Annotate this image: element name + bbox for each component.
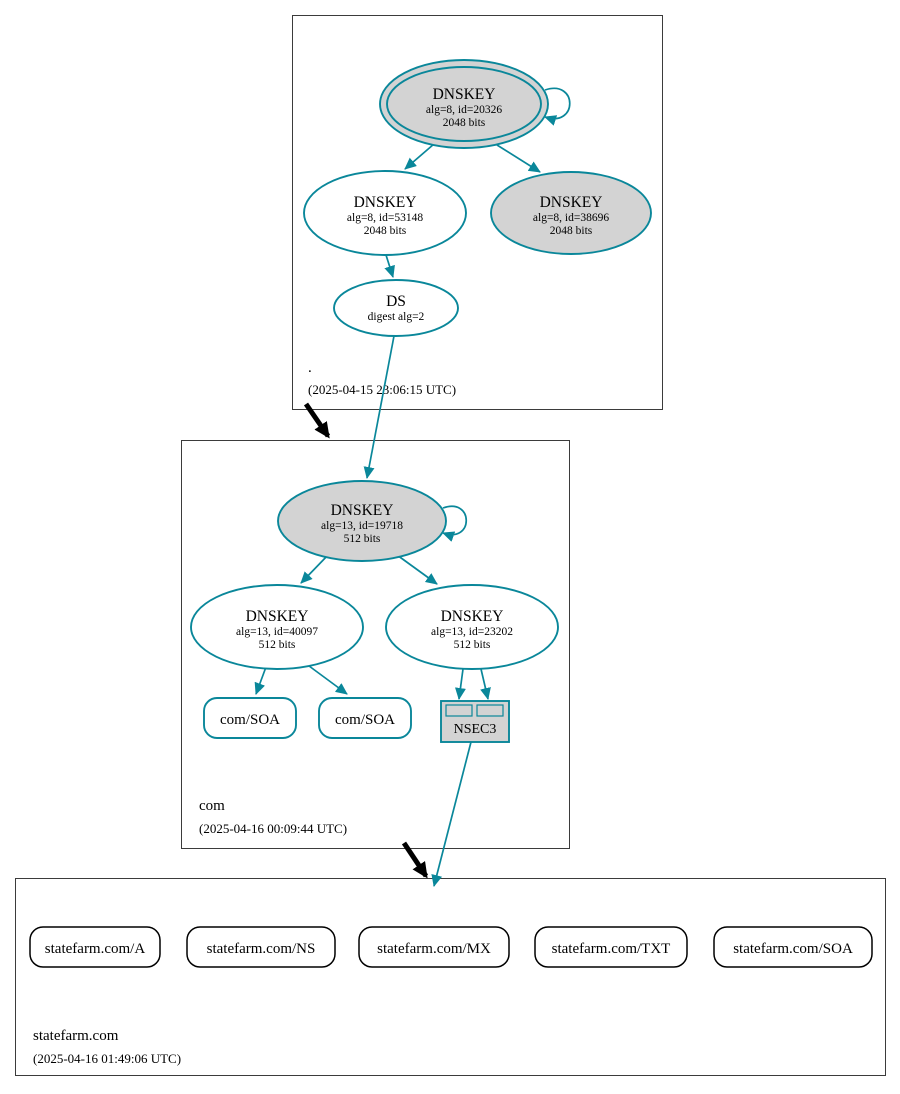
zone-box-com [181,440,570,849]
node-statefarm-mx[interactable]: statefarm.com/MX [358,926,510,968]
root-key-38696-detail: alg=8, id=38696 [533,212,609,224]
com-zsk-23202-ellipse[interactable] [385,584,559,670]
statefarm-txt-box[interactable] [534,926,688,968]
statefarm-a-label: statefarm.com/A [45,941,146,957]
root-zsk-title: DNSKEY [354,194,417,211]
node-root-ds[interactable]: DS digest alg=2 [333,279,459,337]
edge-zsk-23202-to-nsec3-right [480,668,491,700]
zone-name-statefarm: statefarm.com [33,1028,119,1044]
zone-timestamp-com: (2025-04-16 00:09:44 UTC) [199,821,347,836]
edge-com-ksk-selfloop [442,505,467,542]
root-ksk-detail: alg=8, id=20326 [426,104,502,116]
zone-timestamp-statefarm: (2025-04-16 01:49:06 UTC) [33,1051,181,1066]
edge-root-ksk-selfloop [544,87,571,126]
node-root-dnskey-20326[interactable]: DNSKEY alg=8, id=20326 2048 bits [379,59,549,149]
statefarm-mx-box[interactable] [358,926,510,968]
com-zsk-40097-title: DNSKEY [246,608,309,625]
com-soa-right-box[interactable] [318,697,412,739]
edge-nsec3-to-statefarm [431,741,472,887]
statefarm-txt-label: statefarm.com/TXT [552,941,671,957]
edge-delegation-root-to-com [303,402,331,439]
root-ksk-size: 2048 bits [443,117,486,129]
zone-name-com: com [199,798,225,814]
root-ksk-ellipse-inner [386,66,542,142]
edge-root-zsk-to-ds [384,254,395,278]
edge-root-ksk-to-zsk-53148 [404,143,435,170]
com-zsk-40097-ellipse[interactable] [190,584,364,670]
statefarm-ns-label: statefarm.com/NS [207,941,316,957]
edge-zsk-40097-to-soa-right [304,662,348,695]
root-key-38696-size: 2048 bits [550,225,593,237]
statefarm-mx-label: statefarm.com/MX [377,941,491,957]
root-zsk-size: 2048 bits [364,225,407,237]
node-com-soa-left[interactable]: com/SOA [203,697,297,739]
statefarm-soa-label: statefarm.com/SOA [733,941,853,957]
edge-com-ksk-to-zsk-23202 [396,554,438,585]
edge-root-ksk-to-key-38696 [496,144,541,173]
com-zsk-23202-title: DNSKEY [441,608,504,625]
edge-zsk-23202-to-nsec3-left [455,668,466,700]
nsec3-cell-right [476,704,504,717]
node-com-dnskey-40097[interactable]: DNSKEY alg=13, id=40097 512 bits [190,584,364,670]
com-ksk-detail: alg=13, id=19718 [321,520,403,532]
root-zsk-detail: alg=8, id=53148 [347,212,423,224]
node-com-dnskey-23202[interactable]: DNSKEY alg=13, id=23202 512 bits [385,584,559,670]
node-root-dnskey-53148[interactable]: DNSKEY alg=8, id=53148 2048 bits [303,170,467,256]
edge-com-ksk-to-zsk-40097 [300,553,330,584]
root-key-38696-ellipse[interactable] [490,171,652,255]
com-soa-left-label: com/SOA [220,712,280,728]
root-zsk-ellipse[interactable] [303,170,467,256]
com-soa-left-box[interactable] [203,697,297,739]
root-ds-detail: digest alg=2 [368,311,425,323]
com-ksk-ellipse[interactable] [277,480,447,562]
node-com-nsec3[interactable]: NSEC3 [440,700,510,743]
root-ds-ellipse[interactable] [333,279,459,337]
zone-box-root [292,15,663,410]
zone-name-root: . [308,360,312,376]
node-root-dnskey-38696[interactable]: DNSKEY alg=8, id=38696 2048 bits [490,171,652,255]
com-zsk-23202-detail: alg=13, id=23202 [431,626,513,638]
node-statefarm-txt[interactable]: statefarm.com/TXT [534,926,688,968]
node-com-dnskey-19718[interactable]: DNSKEY alg=13, id=19718 512 bits [277,480,447,562]
nsec3-label: NSEC3 [454,722,497,737]
node-com-soa-right[interactable]: com/SOA [318,697,412,739]
zone-box-statefarm [15,878,886,1076]
statefarm-ns-box[interactable] [186,926,336,968]
edge-ds-to-com-ksk [363,335,395,479]
root-ds-title: DS [386,293,406,310]
com-ksk-title: DNSKEY [331,502,394,519]
com-zsk-23202-size: 512 bits [454,639,491,651]
nsec3-cell-left [445,704,473,717]
root-ksk-title: DNSKEY [433,86,496,103]
edge-zsk-40097-to-soa-left [254,666,267,695]
com-zsk-40097-size: 512 bits [259,639,296,651]
statefarm-soa-box[interactable] [713,926,873,968]
com-ksk-size: 512 bits [344,533,381,545]
com-soa-right-label: com/SOA [335,712,395,728]
root-ksk-ellipse-outer[interactable] [379,59,549,149]
node-statefarm-soa[interactable]: statefarm.com/SOA [713,926,873,968]
zone-timestamp-root: (2025-04-15 23:06:15 UTC) [308,382,456,397]
edge-delegation-com-to-statefarm [401,841,429,879]
node-statefarm-ns[interactable]: statefarm.com/NS [186,926,336,968]
statefarm-a-box[interactable] [29,926,161,968]
node-statefarm-a[interactable]: statefarm.com/A [29,926,161,968]
root-key-38696-title: DNSKEY [540,194,603,211]
com-zsk-40097-detail: alg=13, id=40097 [236,626,318,638]
